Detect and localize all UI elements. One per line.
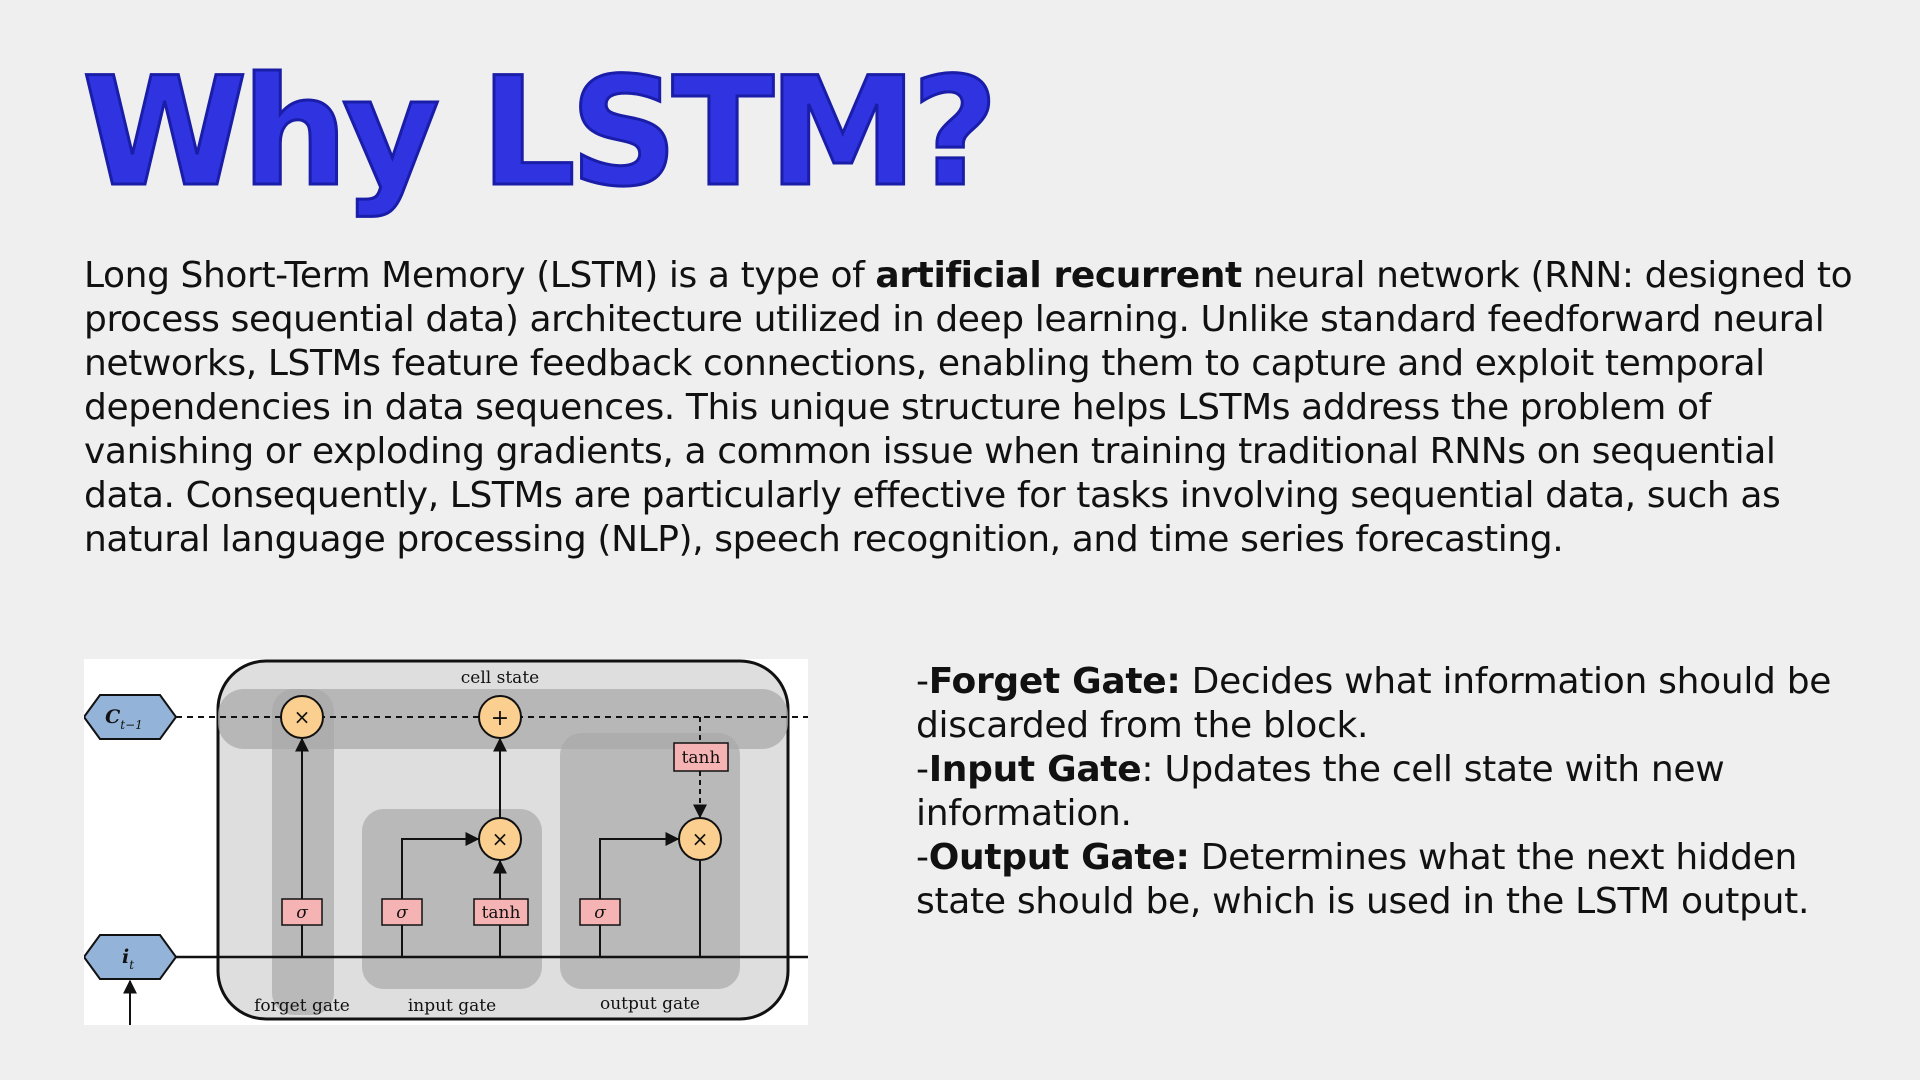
input-tanh-box <box>473 898 529 926</box>
input-multiply-symbol: × <box>492 827 509 851</box>
intro-text-2: neural network (RNN: designed to process… <box>84 255 1853 560</box>
output-sigma-label: σ <box>594 903 606 923</box>
output-gate-item: -Output Gate: Determines what the next h… <box>916 836 1876 924</box>
input-sigma-box <box>381 898 423 926</box>
c-prev-hexagon <box>84 694 178 740</box>
input-sub: t <box>129 958 134 972</box>
input-multiply-node <box>478 817 522 861</box>
output-sigma-arrow <box>599 832 680 899</box>
forget-gate-item: -Forget Gate: Decides what information s… <box>916 660 1876 748</box>
c-prev-label: Ct−1 <box>105 706 143 732</box>
output-tanh-box <box>673 742 729 772</box>
forget-gate-desc: Decides what information should be disca… <box>916 661 1832 746</box>
gates-description: -Forget Gate: Decides what information s… <box>916 660 1876 924</box>
input-tanh-label: tanh <box>482 903 521 923</box>
c-prev-var: C <box>105 706 120 728</box>
intro-paragraph: Long Short-Term Memory (LSTM) is a type … <box>84 254 1864 562</box>
forget-gate-prefix: - <box>916 661 929 702</box>
intro-text-1: Long Short-Term Memory (LSTM) is a type … <box>84 255 876 296</box>
output-multiply-symbol: × <box>692 827 709 851</box>
forget-gate-label: forget gate <box>254 996 350 1016</box>
lstm-diagram-svg: cell state Ct−1 it × + <box>84 659 808 1025</box>
forget-multiply-node <box>280 695 324 739</box>
output-gate-label: output gate <box>600 994 700 1014</box>
input-gate-label: input gate <box>408 996 496 1016</box>
lstm-diagram: cell state Ct−1 it × + <box>84 659 808 1025</box>
output-tanh-label: tanh <box>682 748 721 768</box>
input-gate-desc: : Updates the cell state with new inform… <box>916 749 1725 834</box>
forget-sigma-box <box>281 898 323 926</box>
input-sigma-arrow <box>401 832 480 899</box>
input-gate-item: -Input Gate: Updates the cell state with… <box>916 748 1876 836</box>
output-gate-desc: Determines what the next hidden state sh… <box>916 837 1810 922</box>
input-label: it <box>122 946 134 972</box>
forget-multiply-symbol: × <box>294 705 311 729</box>
slide-title: Why LSTM? <box>80 46 999 220</box>
forget-sigma-label: σ <box>296 903 308 923</box>
input-gate-name: Input Gate <box>928 749 1142 790</box>
input-hexagon <box>84 934 178 980</box>
add-symbol: + <box>491 706 509 731</box>
output-sigma-box <box>579 898 621 926</box>
c-prev-sub: t−1 <box>120 718 143 732</box>
forget-gate-name: Forget Gate: <box>928 661 1181 702</box>
output-multiply-node <box>678 817 722 861</box>
output-gate-name: Output Gate: <box>928 837 1190 878</box>
input-sigma-label: σ <box>396 903 408 923</box>
intro-bold-text: artificial recurrent <box>875 255 1242 296</box>
cell-state-label: cell state <box>461 668 539 688</box>
output-gate-prefix: - <box>916 837 929 878</box>
add-node <box>478 695 522 739</box>
input-var: i <box>122 946 129 968</box>
input-gate-prefix: - <box>916 749 929 790</box>
